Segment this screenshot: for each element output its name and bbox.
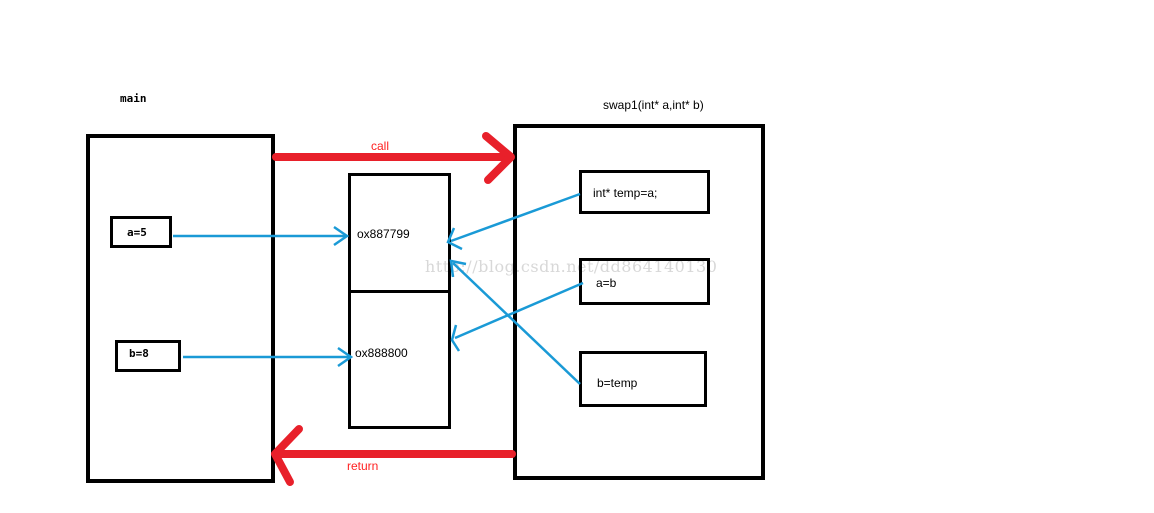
stmt-ab-label: a=b <box>596 276 617 290</box>
main-title: main <box>120 92 147 105</box>
var-a-label: a=5 <box>127 226 147 239</box>
watermark-text: http://blog.csdn.net/dd864140130 <box>425 257 718 276</box>
address-a-label: ox887799 <box>357 227 410 241</box>
stmt-temp-box <box>579 170 710 214</box>
var-b-box <box>115 340 181 372</box>
pointer-b-arrow <box>183 346 354 368</box>
stmt-ab-box <box>579 258 710 305</box>
a-b-arrow <box>450 281 584 352</box>
call-arrow <box>272 132 515 184</box>
pointer-a-arrow <box>173 225 350 247</box>
b-temp-arrow <box>449 259 581 385</box>
return-label: return <box>347 459 379 473</box>
var-a-box <box>110 216 172 248</box>
call-label: call <box>371 139 390 153</box>
stmt-b-label: b=temp <box>597 376 638 390</box>
swap-title: swap1(int* a,int* b) <box>603 98 704 112</box>
var-b-label: b=8 <box>129 347 149 360</box>
address-b-label: ox888800 <box>355 346 408 360</box>
main-frame <box>86 134 275 483</box>
stmt-temp-label: int* temp=a; <box>593 186 658 200</box>
temp-a-arrow <box>446 192 581 251</box>
return-arrow <box>271 425 516 486</box>
stmt-b-box <box>579 351 707 407</box>
swap-frame <box>513 124 765 480</box>
